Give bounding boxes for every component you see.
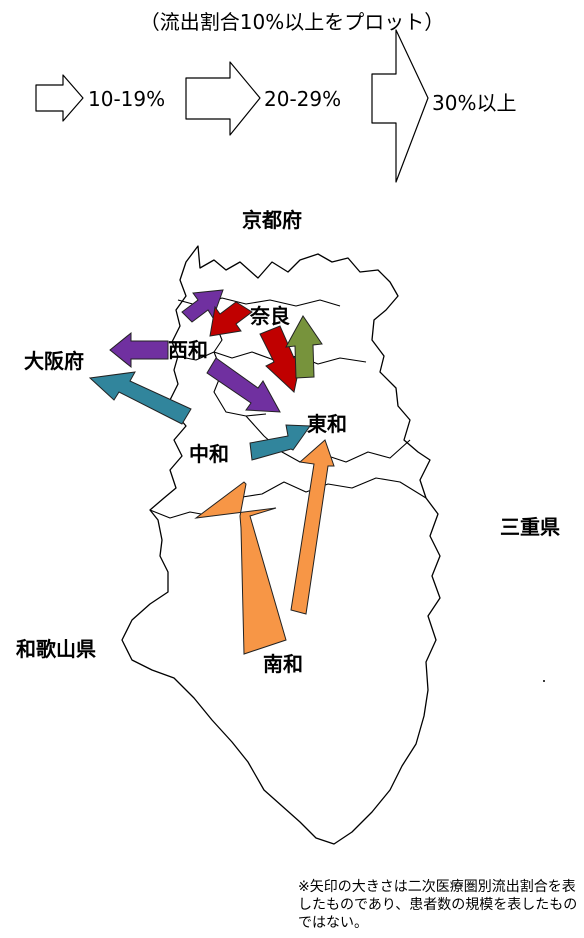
label-wakayama: 和歌山県 bbox=[16, 637, 96, 661]
arrow-chuwa-to-osaka bbox=[88, 371, 192, 425]
arrow-tohwa-to-nara bbox=[285, 315, 323, 379]
arrow-nanwa-to-tohwa bbox=[290, 439, 335, 615]
legend-label-20-29: 20-29% bbox=[264, 87, 342, 111]
arrow-nara-to-seiwa bbox=[209, 301, 253, 337]
label-mie: 三重県 bbox=[500, 515, 560, 539]
boundary-south bbox=[149, 477, 427, 519]
arrow-seiwa-to-tohwa bbox=[206, 357, 281, 413]
arrow-chuwa-to-tohwa bbox=[249, 424, 311, 461]
nara-prefecture-outline bbox=[121, 245, 441, 845]
label-osaka: 大阪府 bbox=[24, 349, 84, 373]
label-kyoto: 京都府 bbox=[242, 208, 302, 232]
boundary-north-mid bbox=[175, 351, 367, 365]
legend-label-10-19: 10-19% bbox=[88, 87, 166, 111]
boundary-seiwa-east bbox=[213, 319, 267, 417]
map-caption: （流出割合10%以上をプロット） bbox=[139, 10, 445, 34]
label-chuwa: 中和 bbox=[189, 442, 229, 466]
arrow-seiwa-to-osaka bbox=[109, 331, 169, 369]
label-nara: 奈良 bbox=[250, 304, 290, 328]
legend-arrow-large bbox=[371, 29, 429, 183]
legend-arrow-small bbox=[35, 74, 84, 122]
arrow-nanwa-to-chuwa bbox=[194, 481, 287, 655]
label-nanwa: 南和 bbox=[263, 652, 303, 676]
label-tohwa: 東和 bbox=[307, 412, 347, 436]
legend-arrow-medium bbox=[185, 61, 261, 136]
map-footnote: ※矢印の大きさは二次医療圏別流出割合を表したものであり、患者数の規模を表したもの… bbox=[298, 879, 578, 931]
arrow-seiwa-to-north bbox=[181, 289, 224, 323]
label-seiwa: 西和 bbox=[168, 338, 208, 362]
legend-label-30-plus: 30%以上 bbox=[432, 91, 517, 115]
map-edge-dot bbox=[543, 680, 545, 682]
